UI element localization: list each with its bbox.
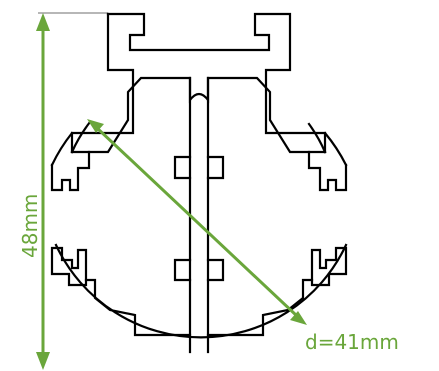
profile-right-chamber (206, 76, 314, 337)
profile-outer-shell-right (323, 131, 348, 167)
diameter-label: d=41mm (305, 330, 399, 354)
height-arrow-bottom (36, 352, 50, 370)
profile-top-slot (106, 12, 327, 154)
profile-top-slot-left (70, 12, 135, 154)
profile-outer-shell (54, 120, 348, 339)
height-dimension: 48mm (18, 13, 50, 370)
profile-right-lower-clip (310, 246, 348, 287)
profile-bottom-web (188, 333, 210, 354)
profile-left-chamber (84, 76, 192, 337)
height-arrow-top (36, 13, 50, 31)
diameter-arrow-end (290, 311, 307, 325)
profile-central-web (188, 76, 210, 104)
height-label: 48mm (18, 194, 42, 258)
profile-outer-shell-left (50, 131, 74, 167)
profile-left-lower-clip (50, 246, 88, 287)
profile-central-web-notches (173, 155, 225, 282)
diameter-dimension: d=41mm (87, 119, 399, 354)
diameter-arrow-start (87, 119, 104, 133)
aluminium-profile (50, 12, 348, 354)
profile-left-upper-clip (50, 150, 91, 192)
diameter-dimension-line (95, 126, 299, 318)
profile-right-upper-clip (307, 150, 348, 192)
